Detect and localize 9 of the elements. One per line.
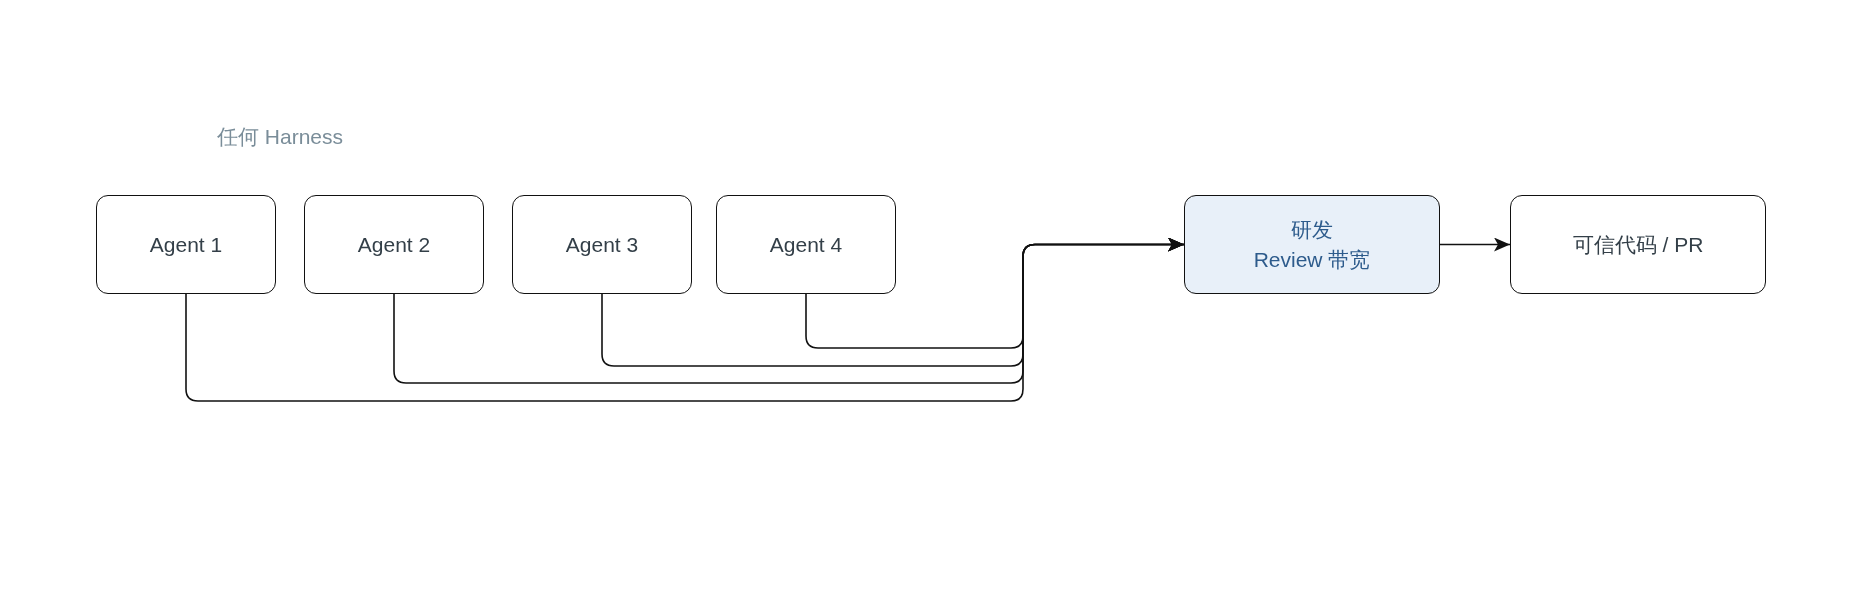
process-box: Agent 2	[304, 195, 484, 294]
connector-arrow	[805, 237, 1185, 349]
process-box: Agent 1	[96, 195, 276, 294]
group-label: 任何 Harness	[217, 124, 344, 150]
process-box: 研发 Review 带宽	[1184, 195, 1440, 294]
connector-arrow	[1439, 237, 1511, 252]
process-box: Agent 3	[512, 195, 692, 294]
process-box: 可信代码 / PR	[1510, 195, 1766, 294]
process-box: Agent 4	[716, 195, 896, 294]
